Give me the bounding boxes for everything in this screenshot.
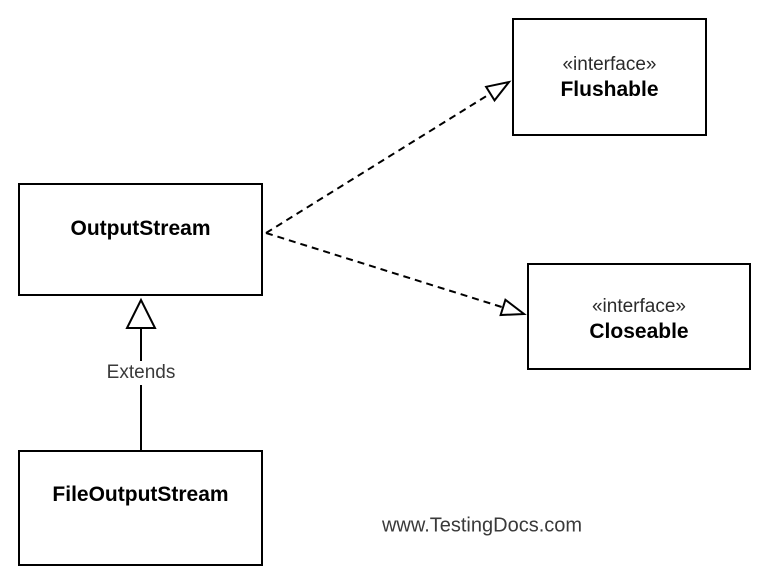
- node-flushable: «interface» Flushable: [512, 18, 707, 136]
- node-outputstream: OutputStream: [18, 183, 263, 296]
- node-closeable-label: Closeable: [589, 320, 689, 343]
- node-fileoutputstream-label: FileOutputStream: [52, 483, 229, 506]
- edge-realizes-flushable: [265, 80, 512, 234]
- node-fileoutputstream: FileOutputStream: [18, 450, 263, 566]
- node-outputstream-label: OutputStream: [70, 217, 211, 240]
- node-flushable-stereotype: «interface»: [562, 54, 657, 75]
- generalization-arrowhead-icon: [125, 297, 157, 329]
- extends-edge-label: Extends: [101, 361, 181, 385]
- node-flushable-label: Flushable: [560, 78, 659, 101]
- node-closeable-stereotype: «interface»: [591, 296, 686, 317]
- edge-realizes-closeable: [265, 232, 527, 317]
- watermark-text: www.TestingDocs.com: [381, 514, 583, 537]
- node-closeable: «interface» Closeable: [527, 263, 751, 370]
